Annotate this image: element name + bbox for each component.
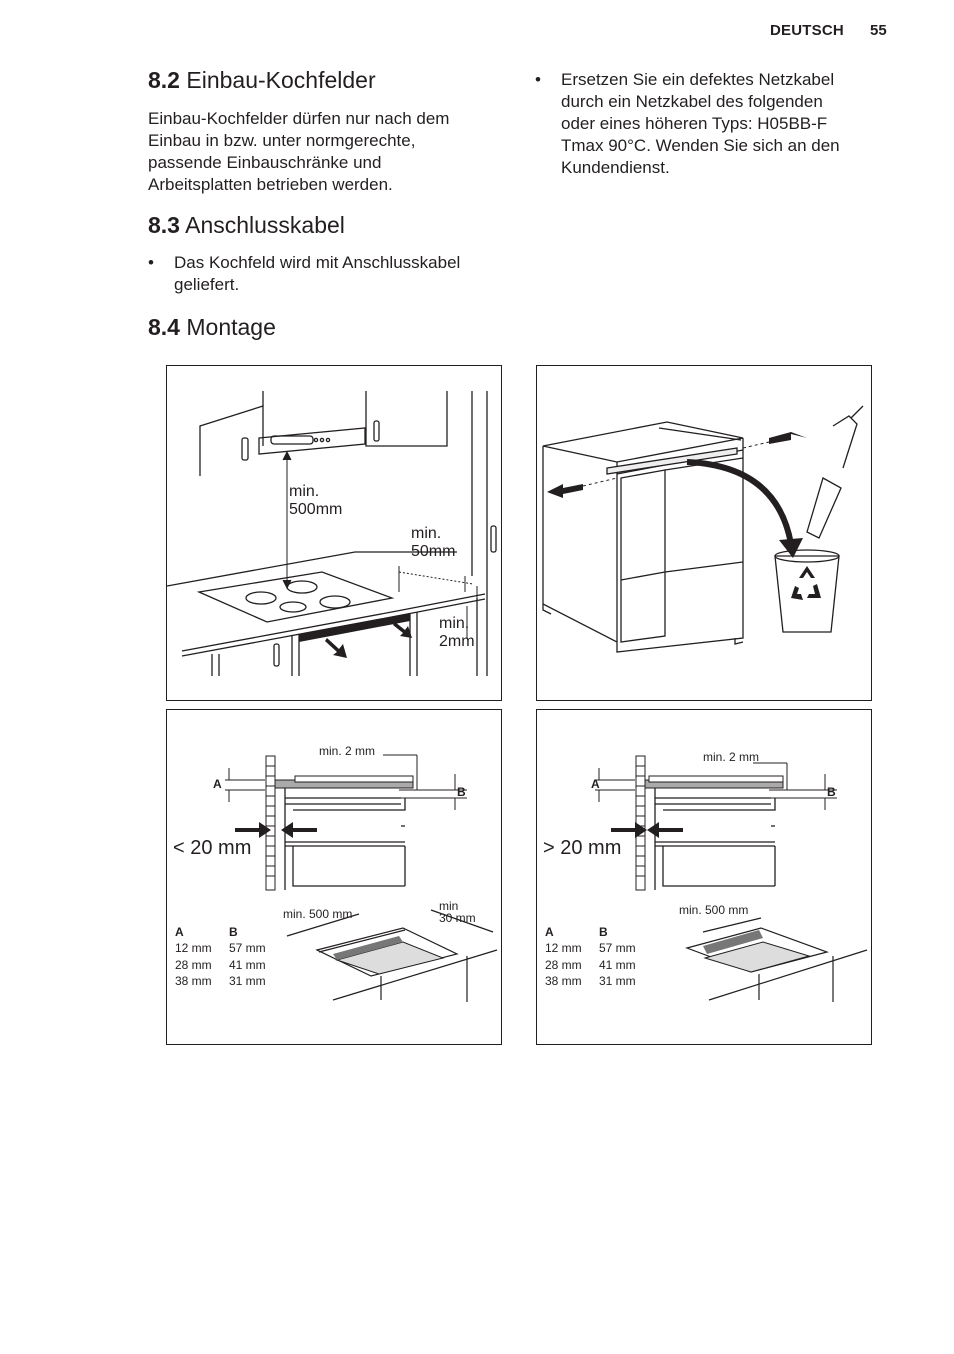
label-min-500mm: min. 500 mm [679, 903, 748, 917]
text-line: Kundendienst. [561, 158, 670, 177]
text-line: Einbau in bzw. unter normgerechte, [148, 131, 416, 150]
figure-kitchen-clearances: min. 500mm min. 50mm min. 2mm [166, 365, 502, 701]
text-line: Einbau-Kochfelder dürfen nur nach dem [148, 109, 450, 128]
page-number: 55 [870, 22, 887, 39]
table-cell: 57 mm [229, 941, 266, 955]
label-a: A [213, 777, 222, 791]
bullet-dot: • [148, 253, 154, 272]
text-line: durch ein Netzkabel des folgenden [561, 92, 823, 111]
table-cell: 31 mm [229, 974, 266, 988]
label-min-30-line2: 30 mm [439, 911, 476, 925]
table-head-b: B [229, 925, 238, 939]
label-a: A [591, 777, 600, 791]
bullet-dot: • [535, 70, 541, 89]
table-head-b: B [599, 925, 608, 939]
gap-less-20-illustration: min. 2 mm A B < 20 mm A B 12 mm 57 mm 28… [173, 744, 498, 1002]
label-min-2-line1: min. [439, 615, 469, 632]
table-cell: 12 mm [175, 941, 212, 955]
section-number: 8.3 [148, 212, 180, 238]
table-cell: 41 mm [229, 958, 266, 972]
section-heading-8-4: 8.4 Montage [148, 314, 276, 341]
label-min-2mm: min. 2 mm [703, 750, 759, 764]
text-line: oder eines höheren Typs: H05BB-F [561, 114, 828, 133]
label-min-50-line2: 50mm [411, 543, 455, 560]
table-cell: 38 mm [545, 974, 582, 988]
table-cell: 38 mm [175, 974, 212, 988]
bullet-item-cable: • Das Kochfeld wird mit Anschlusskabel g… [148, 252, 518, 298]
kitchen-illustration: min. 500mm min. 50mm min. 2mm [167, 391, 497, 676]
label-min-2mm: min. 2 mm [319, 744, 375, 758]
figure-gap-greater-20: min. 2 mm A B > 20 mm A B 12 mm 57 mm 28… [536, 709, 872, 1045]
table-cell: 41 mm [599, 958, 636, 972]
table-cell: 31 mm [599, 974, 636, 988]
text-line: passende Einbauschränke und [148, 153, 382, 172]
label-min-500mm: min. 500 mm [283, 907, 352, 921]
section-heading-8-3: 8.3 Anschlusskabel [148, 212, 345, 239]
section-heading-8-2: 8.2 Einbau-Kochfelder [148, 67, 376, 94]
label-min-30-line1: min [439, 899, 458, 913]
label-gap-less-20: < 20 mm [173, 837, 251, 859]
table-cell: 57 mm [599, 941, 636, 955]
figure-cabinet-disposal [536, 365, 872, 701]
table-cell: 28 mm [545, 958, 582, 972]
section-title: Montage [186, 314, 276, 340]
figure-gap-less-20: min. 2 mm A B < 20 mm A B 12 mm 57 mm 28… [166, 709, 502, 1045]
text-line: Arbeitsplatten betrieben werden. [148, 175, 393, 194]
bullet-item-power-cable: • Ersetzen Sie ein defektes Netzkabel du… [535, 69, 895, 181]
label-min-500-line2: 500mm [289, 501, 342, 518]
section-title: Einbau-Kochfelder [186, 67, 376, 93]
label-min-500-line1: min. [289, 483, 319, 500]
text-line: geliefert. [174, 275, 240, 294]
section-8-2-text: Einbau-Kochfelder dürfen nur nach dem Ei… [148, 108, 449, 196]
text-line: Tmax 90°C. Wenden Sie sich an den [561, 136, 840, 155]
table-head-a: A [545, 925, 554, 939]
label-b: B [827, 785, 836, 799]
section-title: Anschlusskabel [185, 212, 345, 238]
label-gap-greater-20: > 20 mm [543, 837, 621, 859]
label-b: B [457, 785, 466, 799]
table-head-a: A [175, 925, 184, 939]
gap-greater-20-illustration: min. 2 mm A B > 20 mm A B 12 mm 57 mm 28… [543, 750, 868, 1002]
cabinet-illustration [542, 405, 864, 653]
label-min-50-line1: min. [411, 525, 441, 542]
section-number: 8.4 [148, 314, 180, 340]
table-cell: 12 mm [545, 941, 582, 955]
header-language: DEUTSCH [770, 22, 844, 39]
table-cell: 28 mm [175, 958, 212, 972]
text-line: Ersetzen Sie ein defektes Netzkabel [561, 70, 835, 89]
section-number: 8.2 [148, 67, 180, 93]
label-min-2-line2: 2mm [439, 633, 475, 650]
text-line: Das Kochfeld wird mit Anschlusskabel [174, 253, 461, 272]
